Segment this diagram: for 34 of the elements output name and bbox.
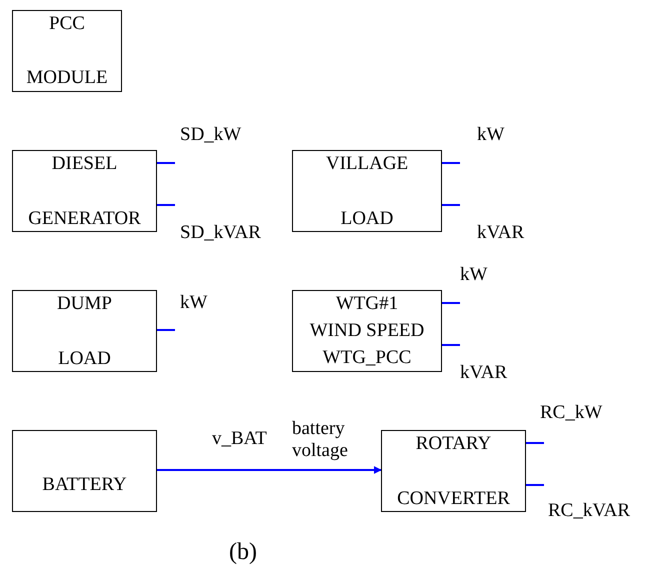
port-label: kW <box>180 292 208 314</box>
port-label: RC_kVAR <box>548 500 630 522</box>
block-label: WTG_PCC <box>322 347 412 369</box>
block-label: LOAD <box>57 348 112 370</box>
port-label: kW <box>477 124 504 146</box>
block-box <box>12 150 157 232</box>
block-label: PCC <box>48 13 86 35</box>
port-label: SD_kW <box>180 124 242 146</box>
block-box <box>292 150 442 232</box>
block-label: DIESEL <box>50 153 118 175</box>
block-label: WTG#1 <box>334 293 400 315</box>
block-label: WIND SPEED <box>308 320 426 342</box>
block-label: DUMP <box>56 293 113 315</box>
block-label: GENERATOR <box>27 208 142 230</box>
port-label: battery voltage <box>292 418 349 462</box>
port-label: kVAR <box>477 222 524 244</box>
block-label: BATTERY <box>41 474 128 496</box>
block-label: MODULE <box>25 67 109 89</box>
port-label: SD_kVAR <box>180 222 261 244</box>
block-box <box>12 10 122 92</box>
block-label: CONVERTER <box>396 488 511 510</box>
arrow <box>157 466 382 474</box>
block-label: ROTARY <box>414 433 492 455</box>
port-label: RC_kW <box>540 402 602 424</box>
port-label: v_BAT <box>212 428 267 450</box>
block-box <box>292 290 442 372</box>
block-box <box>12 290 157 372</box>
port-label: kVAR <box>460 362 508 384</box>
block-box <box>381 430 526 512</box>
block-label: VILLAGE <box>324 153 410 175</box>
caption: (b) <box>229 538 257 566</box>
port-label: kW <box>460 264 488 286</box>
block-label: LOAD <box>340 208 394 230</box>
block-box <box>12 430 157 512</box>
